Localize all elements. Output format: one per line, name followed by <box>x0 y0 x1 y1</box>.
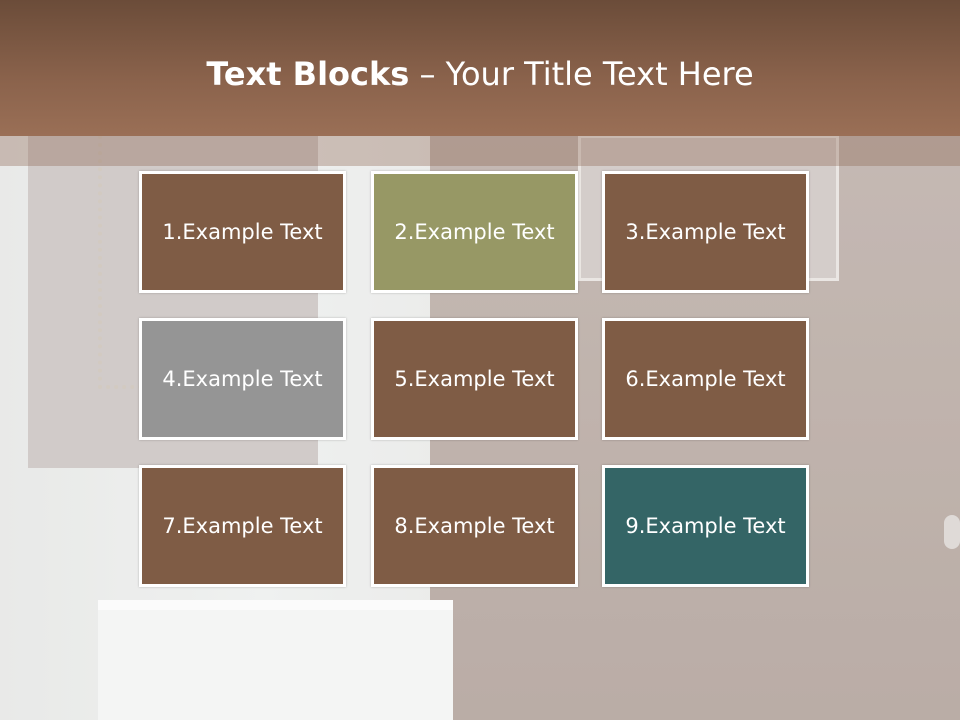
text-block-4[interactable]: 4.Example Text <box>139 318 346 440</box>
text-block-7[interactable]: 7.Example Text <box>139 465 346 587</box>
slide-title-separator: – <box>409 55 446 93</box>
text-block-8[interactable]: 8.Example Text <box>371 465 578 587</box>
text-block-label: 4.Example Text <box>162 367 323 391</box>
text-block-label: 6.Example Text <box>625 367 786 391</box>
text-block-3[interactable]: 3.Example Text <box>602 171 809 293</box>
text-block-label: 1.Example Text <box>162 220 323 244</box>
text-block-label: 9.Example Text <box>625 514 786 538</box>
background-door-handle <box>944 515 960 549</box>
text-block-label: 5.Example Text <box>394 367 555 391</box>
text-block-label: 3.Example Text <box>625 220 786 244</box>
text-block-6[interactable]: 6.Example Text <box>602 318 809 440</box>
title-banner <box>0 0 960 136</box>
text-block-label: 7.Example Text <box>162 514 323 538</box>
text-block-label: 8.Example Text <box>394 514 555 538</box>
slide-title-rest: Your Title Text Here <box>445 55 754 93</box>
text-block-label: 2.Example Text <box>394 220 555 244</box>
text-block-9[interactable]: 9.Example Text <box>602 465 809 587</box>
text-block-5[interactable]: 5.Example Text <box>371 318 578 440</box>
background-sink-rim <box>98 600 453 610</box>
slide-title: Text Blocks – Your Title Text Here <box>0 52 960 96</box>
text-block-1[interactable]: 1.Example Text <box>139 171 346 293</box>
text-block-2[interactable]: 2.Example Text <box>371 171 578 293</box>
background-sink <box>98 600 453 720</box>
title-banner-strip <box>0 136 960 166</box>
slide-title-bold: Text Blocks <box>206 55 410 93</box>
